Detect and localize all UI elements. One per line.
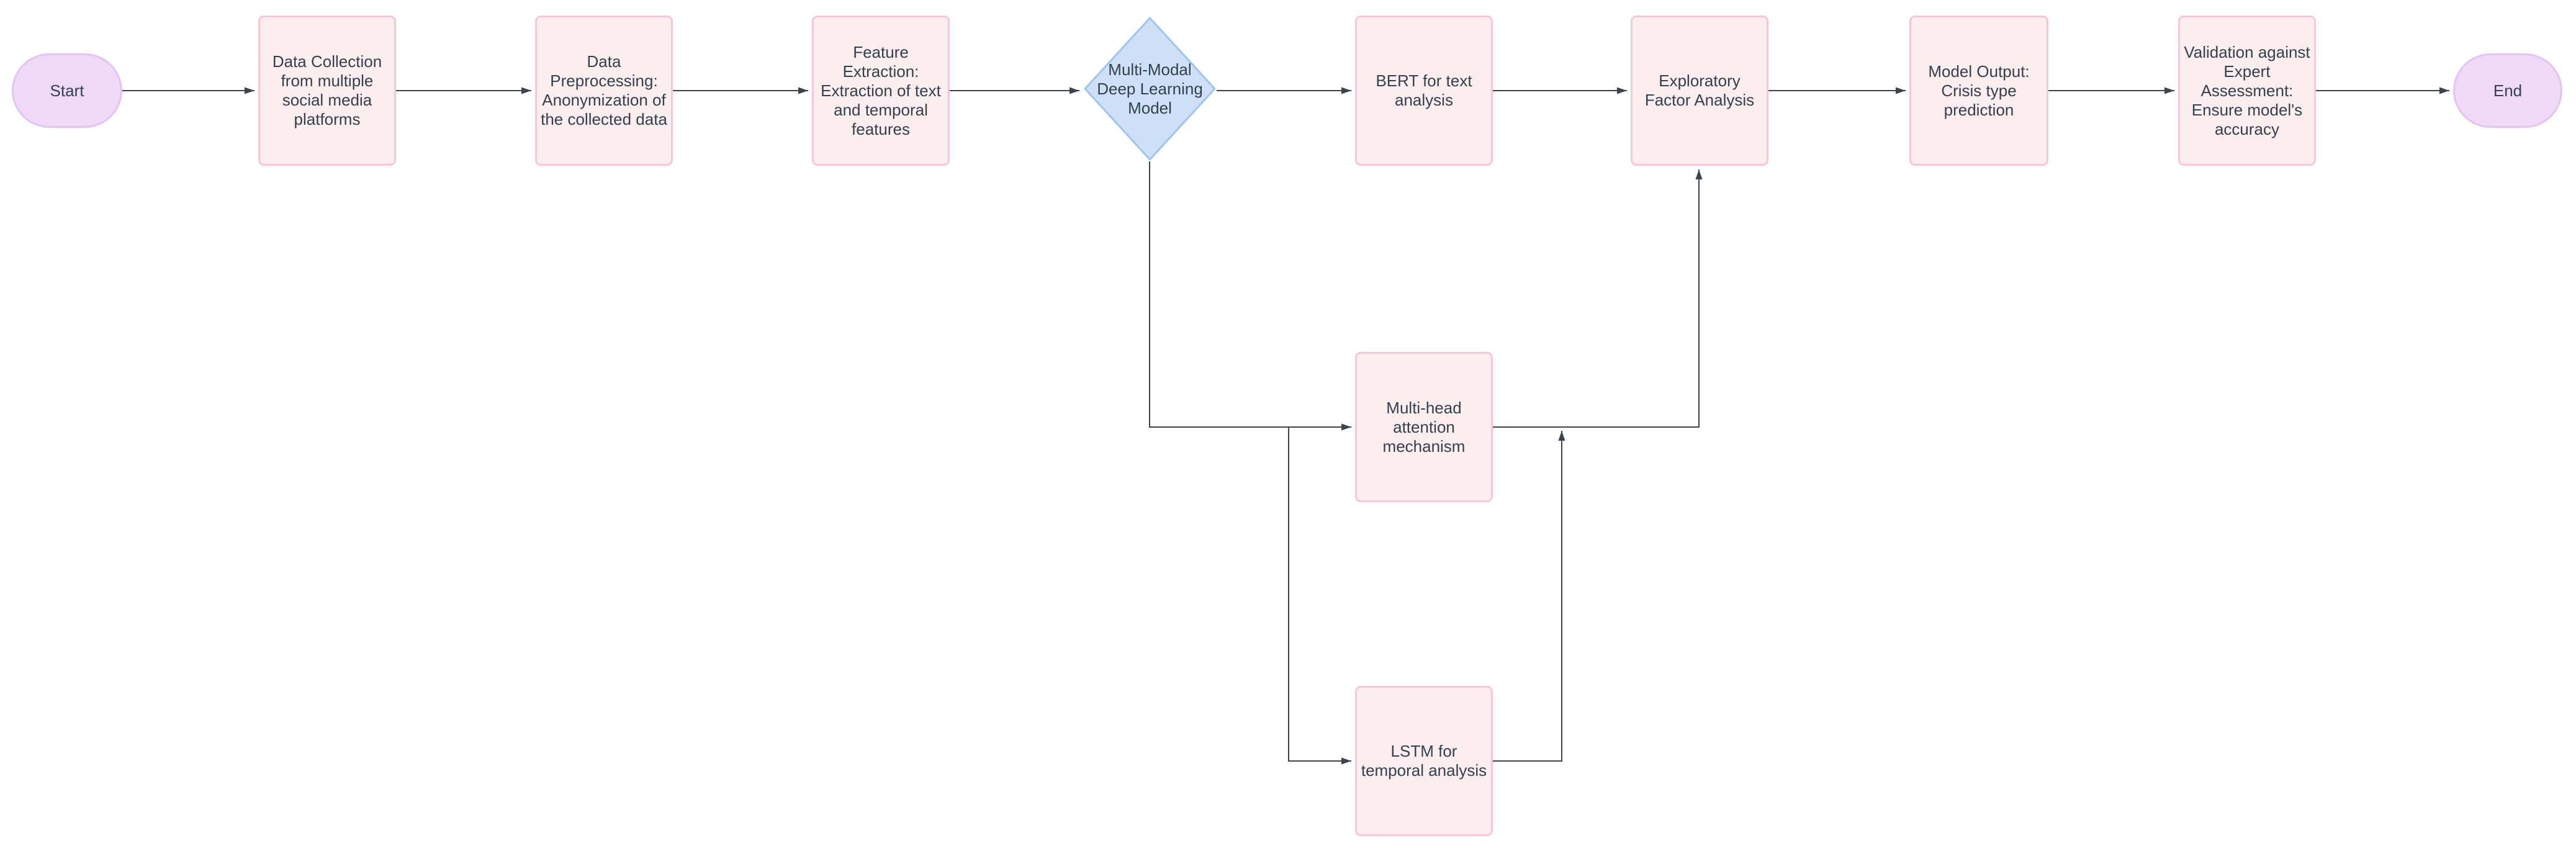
node-validation-label: Validation against Expert Assessment: En… (2184, 42, 2310, 138)
edge-lstm-to-efa (1493, 431, 1565, 762)
node-feature-extraction[interactable]: Feature Extraction: Extraction of text a… (812, 16, 950, 166)
node-multihead-attention-label: Multi-head attention mechanism (1382, 398, 1466, 456)
node-start-label: Start (50, 81, 84, 100)
edge-multimodal-to-multihead-attention (1149, 161, 1351, 431)
node-efa[interactable]: Exploratory Factor Analysis (1631, 16, 1768, 166)
node-lstm-label: LSTM for temporal analysis (1361, 742, 1487, 780)
node-data-collection[interactable]: Data Collection from multiple social med… (258, 16, 396, 166)
node-multimodal-model[interactable]: Multi-Modal Deep Learning Model (1083, 16, 1217, 161)
node-feature-extraction-label: Feature Extraction: Extraction of text a… (821, 42, 941, 138)
edge-multimodal-to-lstm (1288, 427, 1351, 765)
node-multimodal-model-label: Multi-Modal Deep Learning Model (1097, 60, 1203, 117)
node-end-label: End (2493, 81, 2523, 100)
decision-diamond-shape (1084, 17, 1216, 161)
node-end[interactable]: End (2453, 53, 2562, 128)
node-bert[interactable]: BERT for text analysis (1355, 16, 1493, 166)
node-validation[interactable]: Validation against Expert Assessment: En… (2178, 16, 2316, 166)
edge-multihead-attention-to-efa (1493, 169, 1703, 428)
node-model-output-label: Model Output: Crisis type prediction (1928, 61, 2030, 119)
node-efa-label: Exploratory Factor Analysis (1644, 71, 1755, 109)
node-preprocessing[interactable]: Data Preprocessing: Anonymization of the… (535, 16, 673, 166)
node-data-collection-label: Data Collection from multiple social med… (272, 52, 382, 128)
node-multihead-attention[interactable]: Multi-head attention mechanism (1355, 352, 1493, 502)
node-model-output[interactable]: Model Output: Crisis type prediction (1909, 16, 2048, 166)
node-start[interactable]: Start (12, 53, 122, 128)
node-bert-label: BERT for text analysis (1376, 71, 1472, 109)
node-lstm[interactable]: LSTM for temporal analysis (1355, 686, 1493, 836)
node-preprocessing-label: Data Preprocessing: Anonymization of the… (541, 52, 667, 128)
